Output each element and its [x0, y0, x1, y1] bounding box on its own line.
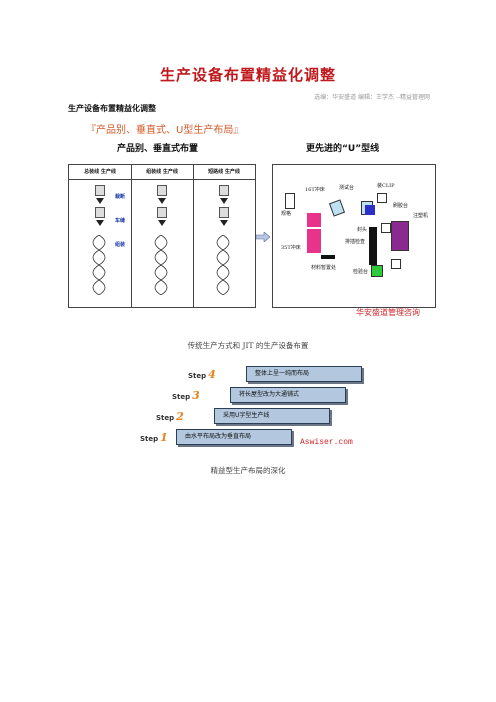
- column-header: 短路线 生产线: [193, 165, 255, 180]
- brand-watermark: 华安盛道管理咨询: [356, 308, 420, 317]
- line-column-2: 组装线 生产线: [131, 165, 194, 307]
- step-number: 2: [176, 410, 184, 423]
- step-2-box: 采用U字型生产线: [214, 408, 330, 424]
- arrow-down-icon: [158, 198, 166, 204]
- seal-small-block: [381, 223, 391, 233]
- test-label: 测试台: [339, 185, 355, 191]
- process-label: 裁断: [115, 194, 126, 200]
- spare-block: [391, 259, 401, 269]
- process-label: 组装: [115, 242, 126, 248]
- machine-icon: [219, 185, 229, 196]
- process-flow-icon: [92, 235, 106, 295]
- pin-label: 排插检查: [345, 239, 366, 245]
- step-word: Step: [140, 435, 159, 443]
- line-column-1: 总装线 生产线 裁断 车缝 组装: [69, 165, 132, 307]
- step-4-box: 整体上呈一纯而布局: [246, 366, 362, 382]
- pad-label: 刷胶台: [393, 203, 409, 209]
- machine-icon: [157, 207, 167, 218]
- inspect-label: 检验台: [353, 269, 369, 275]
- clip-block-blue: [365, 205, 375, 215]
- spec-block: [285, 193, 295, 209]
- step-number: 4: [208, 368, 216, 381]
- step-number: 1: [160, 431, 168, 444]
- arrow-down-icon: [96, 220, 104, 226]
- figure-caption-1: 传统生产方式和 JIT 的生产设备布置: [187, 341, 309, 350]
- press-35t-label: 35T冲床: [281, 245, 301, 251]
- press-35t-block-b: [307, 241, 321, 253]
- machine-icon: [157, 185, 167, 196]
- machine-icon: [95, 185, 105, 196]
- site-url: Aswiser.com: [300, 438, 353, 447]
- seal-bar: [369, 227, 377, 265]
- inspect-block: [371, 265, 383, 277]
- press-16t-label: 16T冲床: [305, 187, 325, 193]
- step-3-box: 将长屋型改为大通铺式: [230, 387, 346, 403]
- vertical-layout-diagram: 总装线 生产线 裁断 车缝 组装 组装线 生产线 短路线 生产线: [68, 164, 256, 308]
- step-number: 3: [192, 389, 200, 402]
- arrow-down-icon: [158, 220, 166, 226]
- column-header: 总装线 生产线: [69, 165, 131, 180]
- machine-icon: [219, 207, 229, 218]
- transition-arrow-icon: [256, 232, 270, 242]
- spec-label: 规格: [281, 211, 292, 217]
- figure-caption-2: 精益型生产布局的深化: [210, 466, 286, 475]
- section-heading: 生产设备布置精益化调整: [68, 104, 156, 113]
- column-header: 组装线 生产线: [131, 165, 193, 180]
- press-35t-base: [321, 255, 335, 259]
- step-1-box: 由水平布局改为垂直布局: [176, 429, 292, 445]
- line-column-3: 短路线 生产线: [193, 165, 255, 307]
- test-block: [328, 199, 346, 217]
- source-note: 选编：华安盛道 编辑：王学杰 --精益管理网: [314, 94, 430, 101]
- right-diagram-header: 更先进的“U”型线: [306, 144, 380, 154]
- arrow-down-icon: [220, 220, 228, 226]
- seal-label: 封头: [357, 227, 368, 233]
- arrow-down-icon: [96, 198, 104, 204]
- left-diagram-header: 产品别、垂直式布置: [117, 144, 199, 154]
- process-label: 车缝: [115, 218, 126, 224]
- material-label: 材料暂置处: [311, 265, 337, 271]
- section-subtitle: 『产品别、垂直式、U型生产布局』: [86, 125, 244, 136]
- clip-small-block: [377, 193, 387, 203]
- mold-label: 注塑机: [413, 213, 429, 219]
- arrow-down-icon: [220, 198, 228, 204]
- u-line-layout-diagram: 规格 16T冲床 测试台 装CLIP 刷胶台 注塑机 封头 排插检查 35T冲床…: [272, 164, 436, 308]
- step-word: Step: [172, 393, 191, 401]
- mold-block: [391, 221, 409, 251]
- clip-label: 装CLIP: [377, 183, 395, 189]
- process-flow-icon: [216, 235, 230, 295]
- press-16t-block: [307, 213, 321, 227]
- step-word: Step: [156, 414, 175, 422]
- machine-icon: [95, 207, 105, 218]
- press-35t-block-a: [307, 229, 321, 241]
- step-word: Step: [188, 372, 207, 380]
- process-flow-icon: [154, 235, 168, 295]
- page-title: 生产设备布置精益化调整: [159, 66, 336, 84]
